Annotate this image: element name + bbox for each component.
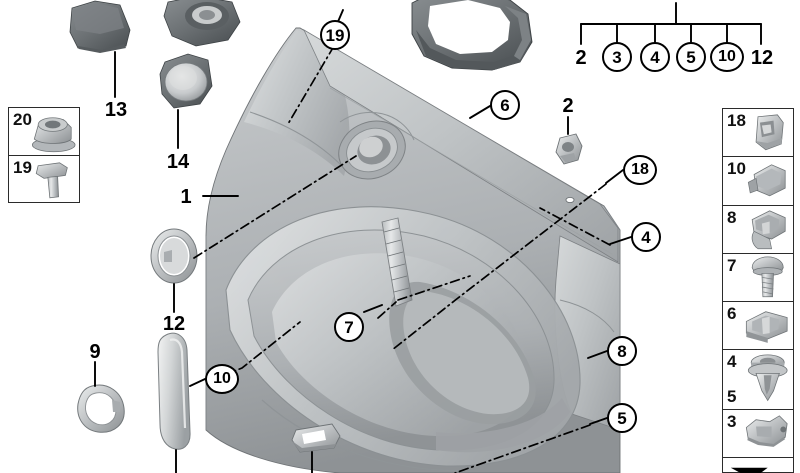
left-legend-label-20: 20 xyxy=(13,110,32,129)
part-tweeter-housing-shape xyxy=(163,0,241,47)
callout-14[interactable]: 14 xyxy=(166,151,190,173)
right-legend-label-8: 8 xyxy=(727,208,737,227)
right-legend-box: 18 10 8 xyxy=(722,108,794,473)
callout-13[interactable]: 13 xyxy=(104,99,128,121)
right-legend-cell-10[interactable]: 10 xyxy=(723,157,793,206)
callout-19-top[interactable]: 19 xyxy=(320,20,350,50)
left-legend-box: 20 19 xyxy=(8,107,80,203)
bracket-label-4[interactable]: 4 xyxy=(640,42,670,72)
right-legend-label-6: 6 xyxy=(727,304,737,323)
part-12-bezel-ring-shape xyxy=(150,228,198,284)
left-legend-cell-19[interactable]: 19 xyxy=(9,156,79,203)
callout-5-right[interactable]: 5 xyxy=(607,403,637,433)
retaining-clip-icon xyxy=(755,114,784,151)
callout-18[interactable]: 18 xyxy=(623,155,657,185)
callout-9[interactable]: 9 xyxy=(89,341,101,363)
right-legend-label-7: 7 xyxy=(727,256,737,275)
bracket-label-5[interactable]: 5 xyxy=(676,42,706,72)
callout-2-nut[interactable]: 2 xyxy=(562,95,574,117)
callout-4-right[interactable]: 4 xyxy=(631,222,661,252)
part-9-grommet-shape xyxy=(77,384,125,433)
pan-head-screw-icon xyxy=(751,256,784,298)
callout-10-mid[interactable]: 10 xyxy=(205,364,239,394)
right-legend-cell-4-5[interactable]: 4 5 xyxy=(723,350,793,410)
right-legend-cell-6[interactable]: 6 xyxy=(723,302,793,350)
panel-clip-icon xyxy=(747,164,786,197)
leader-lines xyxy=(94,2,762,473)
callout-12[interactable]: 12 xyxy=(162,313,186,335)
rail-clip-icon xyxy=(745,311,788,343)
bracket-label-3[interactable]: 3 xyxy=(602,42,632,72)
bracket-label-10[interactable]: 10 xyxy=(710,42,744,72)
right-legend-cell-7[interactable]: 7 xyxy=(723,254,793,302)
expanding-rivet-icon xyxy=(747,354,788,402)
bracket-clip-icon xyxy=(751,210,786,250)
part-bottom-clip-shape xyxy=(291,423,341,453)
bracket-label-2[interactable]: 2 xyxy=(575,47,587,69)
callout-6[interactable]: 6 xyxy=(490,90,520,120)
butterfly-clip-icon xyxy=(745,415,788,447)
grab-handle-strip-shape xyxy=(381,217,413,307)
left-legend-label-19: 19 xyxy=(13,158,32,177)
right-legend-label-5: 5 xyxy=(727,387,737,406)
t-head-bolt-icon xyxy=(35,162,68,199)
right-legend-cell-3[interactable]: 3 xyxy=(723,410,793,458)
left-legend-cell-20[interactable]: 20 xyxy=(9,108,79,156)
callout-7[interactable]: 7 xyxy=(334,312,364,342)
part-14-shape xyxy=(159,53,213,109)
right-legend-label-4: 4 xyxy=(727,352,737,371)
right-legend-label-10: 10 xyxy=(727,159,746,178)
part-13-shape xyxy=(69,0,131,53)
right-legend-label-3: 3 xyxy=(727,412,737,431)
part-6-bracket-shape xyxy=(411,0,533,71)
part-1-door-trim-panel-shape xyxy=(205,27,621,473)
right-legend-cell-arrow[interactable] xyxy=(723,458,793,473)
part-2-nut-shape xyxy=(555,133,583,165)
callout-1[interactable]: 1 xyxy=(180,186,192,208)
arrow-marker-icon xyxy=(730,467,768,473)
part-10-insert-strip-shape xyxy=(157,332,191,450)
bracket-label-12[interactable]: 12 xyxy=(750,47,774,69)
right-legend-cell-18[interactable]: 18 xyxy=(723,109,793,157)
flange-nut-icon xyxy=(31,117,76,153)
right-legend-label-18: 18 xyxy=(727,111,746,130)
dash-dot-pointer-lines xyxy=(193,45,611,473)
callout-8-right[interactable]: 8 xyxy=(607,336,637,366)
right-legend-cell-8[interactable]: 8 xyxy=(723,206,793,254)
